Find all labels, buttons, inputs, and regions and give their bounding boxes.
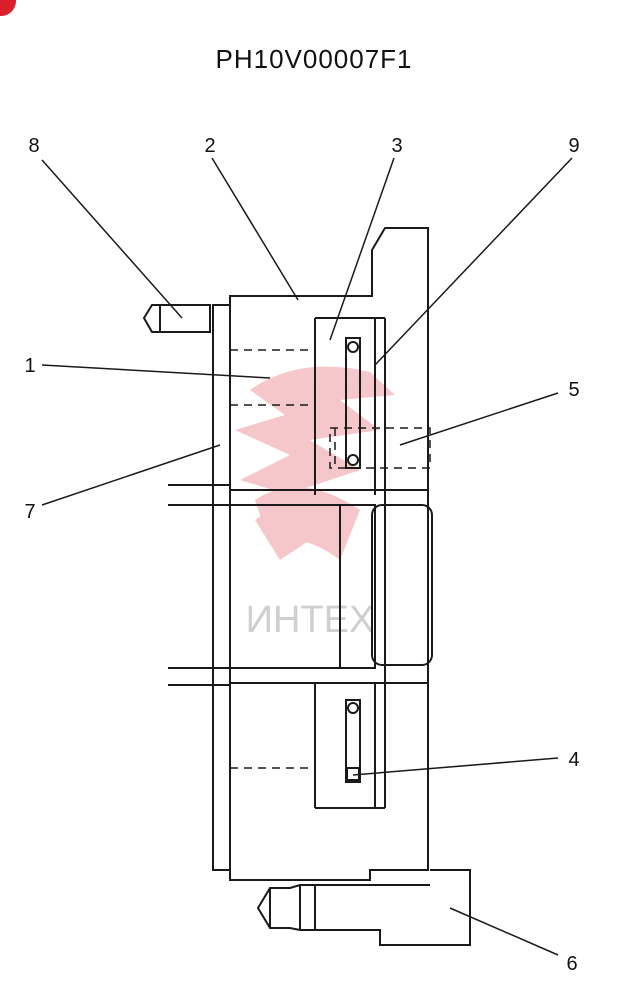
watermark-text: ИНТЕХ: [246, 599, 375, 641]
housing-outline: [212, 227, 429, 881]
leader-lines: [41, 157, 573, 956]
callout-8: 8: [28, 135, 39, 157]
callout-5: 5: [568, 379, 579, 401]
drawing-title: PH10V00007F1: [215, 44, 413, 74]
callout-1: 1: [24, 355, 35, 377]
callout-3: 3: [391, 135, 402, 157]
callout-9: 9: [568, 135, 579, 157]
callout-4: 4: [568, 749, 579, 771]
callout-2: 2: [204, 135, 215, 157]
hidden-lines: [230, 349, 431, 769]
callout-labels: 8 2 3 9 1 5 7 4 6: [24, 135, 579, 975]
callout-6: 6: [566, 953, 577, 975]
part-outlines: [142, 227, 471, 946]
callout-7: 7: [24, 501, 35, 523]
